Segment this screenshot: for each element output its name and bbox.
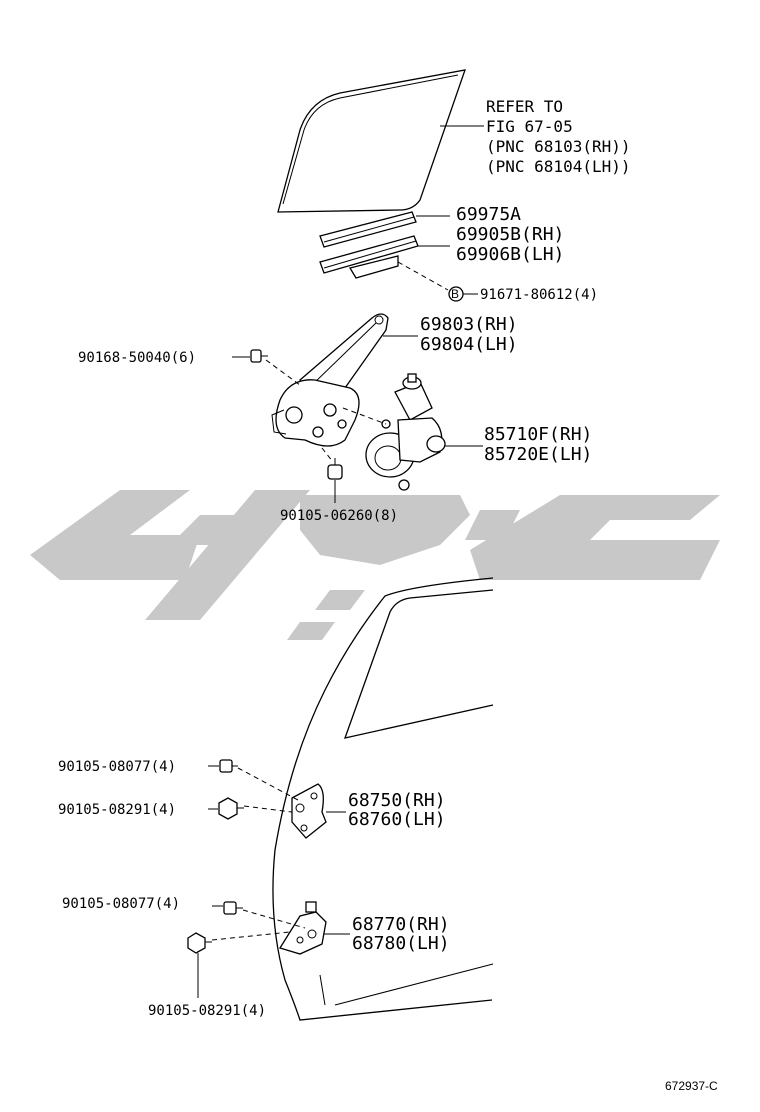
door-glass bbox=[277, 69, 484, 213]
part-68780-label: 68780(LH) bbox=[352, 933, 450, 954]
part-90105-08077-a-label: 90105-08077(4) bbox=[58, 759, 176, 775]
part-90105-06260-label: 90105-06260(8) bbox=[280, 508, 398, 524]
door-outline bbox=[272, 577, 494, 1021]
upper-door-hinge bbox=[291, 783, 327, 839]
refer-pnc-rh-label: (PNC 68103(RH)) bbox=[486, 137, 631, 156]
window-regulator bbox=[271, 313, 389, 447]
bolt-lower-hinge-1 bbox=[223, 901, 243, 915]
refer-fig-label: FIG 67-05 bbox=[486, 117, 573, 136]
bolt-upper-hinge-2 bbox=[218, 797, 244, 820]
part-85720e-label: 85720E(LH) bbox=[484, 444, 592, 465]
bolt-lower-hinge-2 bbox=[187, 932, 212, 954]
part-90168-label: 90168-50040(6) bbox=[78, 350, 196, 366]
part-69975a-label: 69975A bbox=[456, 204, 521, 225]
glass-channel-upper bbox=[319, 211, 450, 248]
bolt-upper-hinge-1 bbox=[219, 759, 238, 773]
part-85710f-label: 85710F(RH) bbox=[484, 424, 592, 445]
bolt-90105-06260 bbox=[327, 458, 343, 480]
part-69803-label: 69803(RH) bbox=[420, 314, 518, 335]
watermark-logo bbox=[30, 490, 720, 640]
clip-marker-letter: B bbox=[451, 287, 459, 301]
part-68760-label: 68760(LH) bbox=[348, 809, 446, 830]
glass-channel-lower bbox=[319, 235, 450, 279]
part-69905b-label: 69905B(RH) bbox=[456, 224, 564, 245]
part-68770-label: 68770(RH) bbox=[352, 914, 450, 935]
part-69906b-label: 69906B(LH) bbox=[456, 244, 564, 265]
part-90105-08291-a-label: 90105-08291(4) bbox=[58, 802, 176, 818]
refer-pnc-lh-label: (PNC 68104(LH)) bbox=[486, 157, 631, 176]
figure-id: 672937-C bbox=[665, 1079, 718, 1093]
part-90105-08291-b-label: 90105-08291(4) bbox=[148, 1003, 266, 1019]
window-motor bbox=[365, 373, 446, 491]
part-91671-label: 91671-80612(4) bbox=[480, 287, 598, 303]
part-68750-label: 68750(RH) bbox=[348, 790, 446, 811]
part-69804-label: 69804(LH) bbox=[420, 334, 518, 355]
bolt-90168 bbox=[250, 349, 268, 363]
part-90105-08077-b-label: 90105-08077(4) bbox=[62, 896, 180, 912]
lower-door-hinge bbox=[278, 901, 327, 955]
refer-to-label: REFER TO bbox=[486, 97, 563, 116]
